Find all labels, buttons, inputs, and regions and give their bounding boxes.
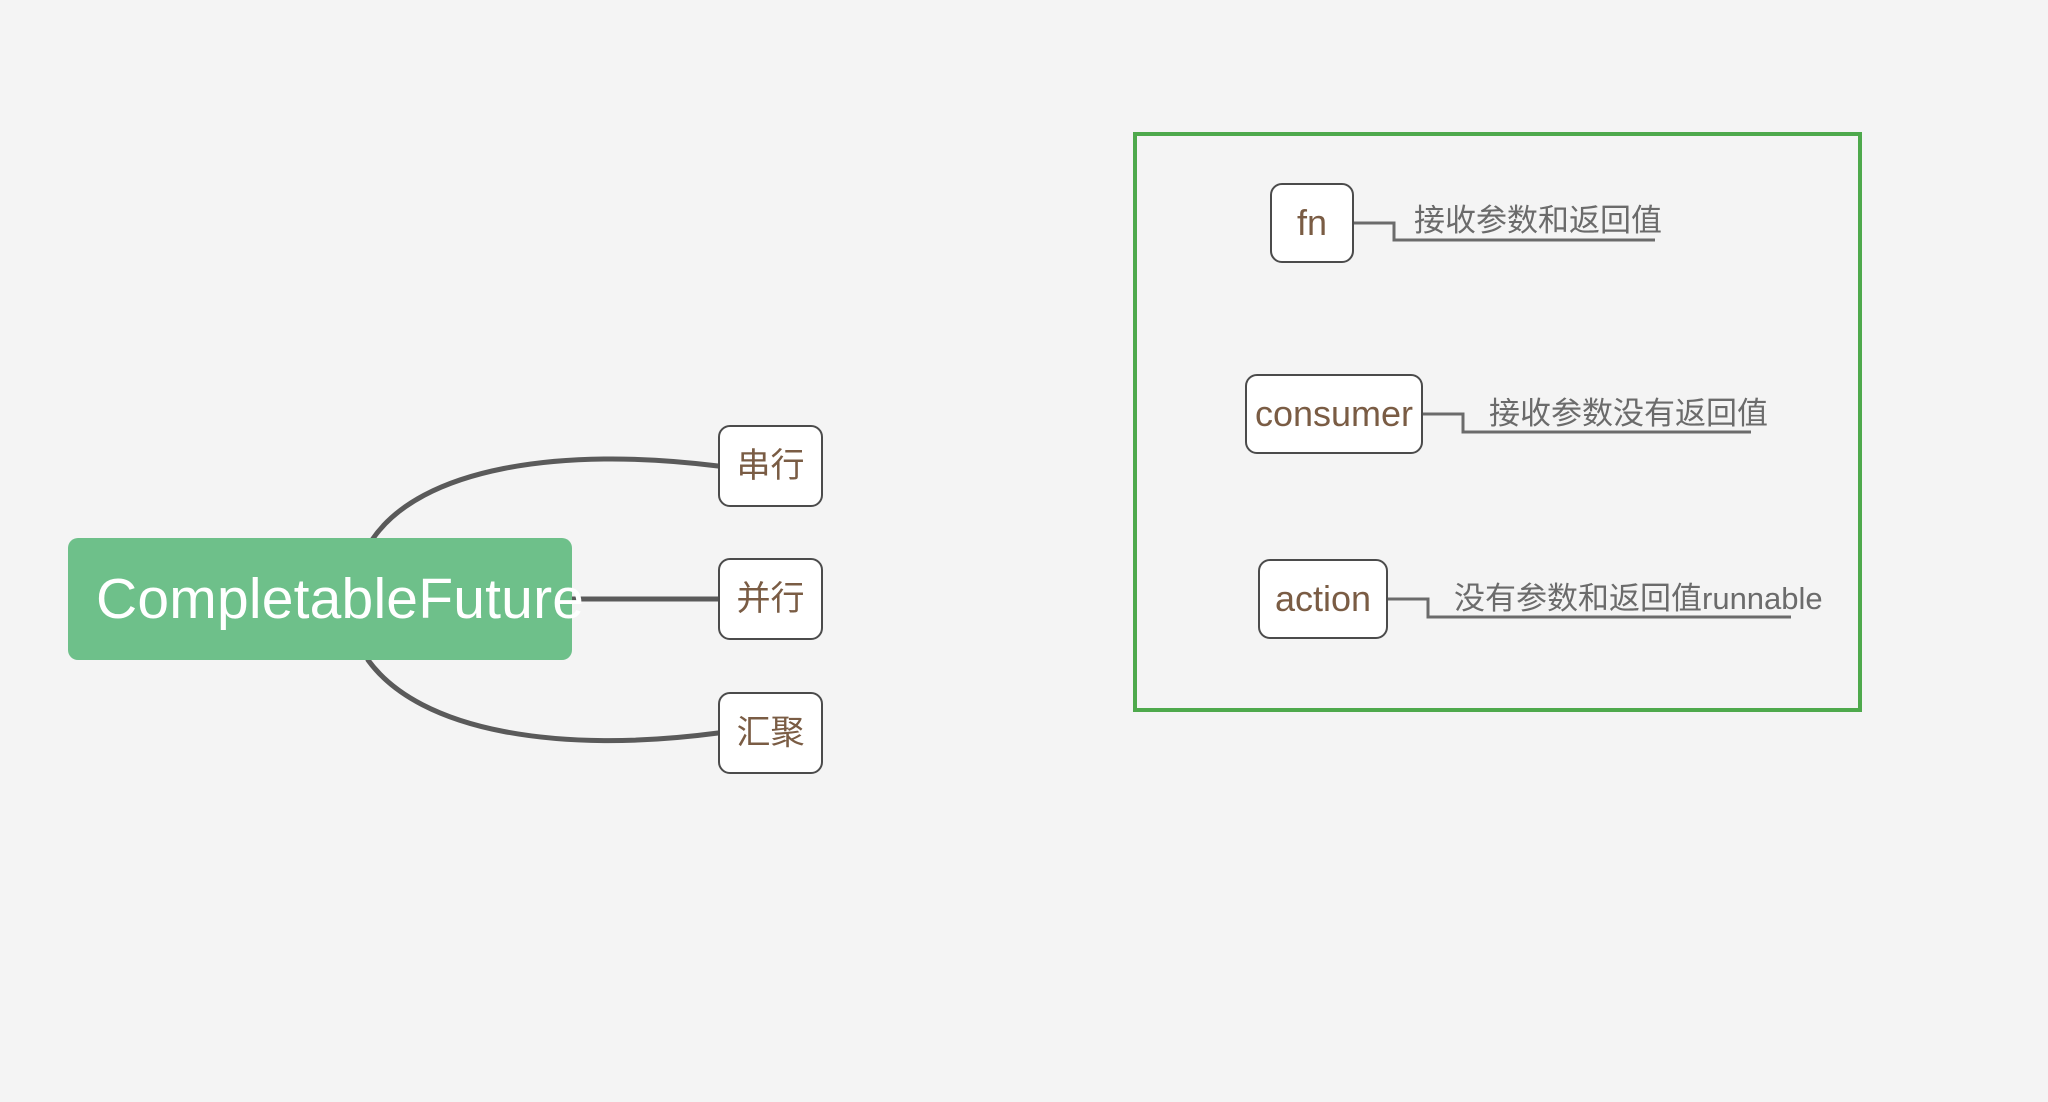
panel-node-action[interactable]: action bbox=[1258, 559, 1388, 639]
panel-node-label: fn bbox=[1296, 202, 1328, 243]
panel-node-label: consumer bbox=[1254, 393, 1414, 434]
panel-node-fn[interactable]: fn bbox=[1270, 183, 1354, 263]
panel-node-label: action bbox=[1274, 578, 1372, 619]
branch-node-aggregate[interactable]: 汇聚 bbox=[718, 692, 823, 774]
functional-interface-panel bbox=[1133, 132, 1862, 712]
branch-node-label: 串行 bbox=[736, 447, 805, 485]
edge-root-to-branch-2 bbox=[365, 657, 721, 744]
branch-node-label: 并行 bbox=[736, 580, 805, 618]
root-node-completablefuture[interactable]: CompletableFuture bbox=[68, 538, 584, 660]
root-node-label: CompletableFuture bbox=[96, 566, 585, 631]
branch-node-label: 汇聚 bbox=[736, 714, 805, 752]
panel-description-fn: 接收参数和返回值 bbox=[1414, 203, 1662, 238]
panel-description-consumer: 接收参数没有返回值 bbox=[1489, 396, 1768, 431]
branch-node-parallel[interactable]: 并行 bbox=[718, 558, 823, 640]
edge-root-to-branch-0 bbox=[369, 456, 721, 543]
branch-node-serial[interactable]: 串行 bbox=[718, 425, 823, 507]
panel-node-consumer[interactable]: consumer bbox=[1245, 374, 1423, 454]
panel-description-action: 没有参数和返回值runnable bbox=[1454, 581, 1823, 616]
